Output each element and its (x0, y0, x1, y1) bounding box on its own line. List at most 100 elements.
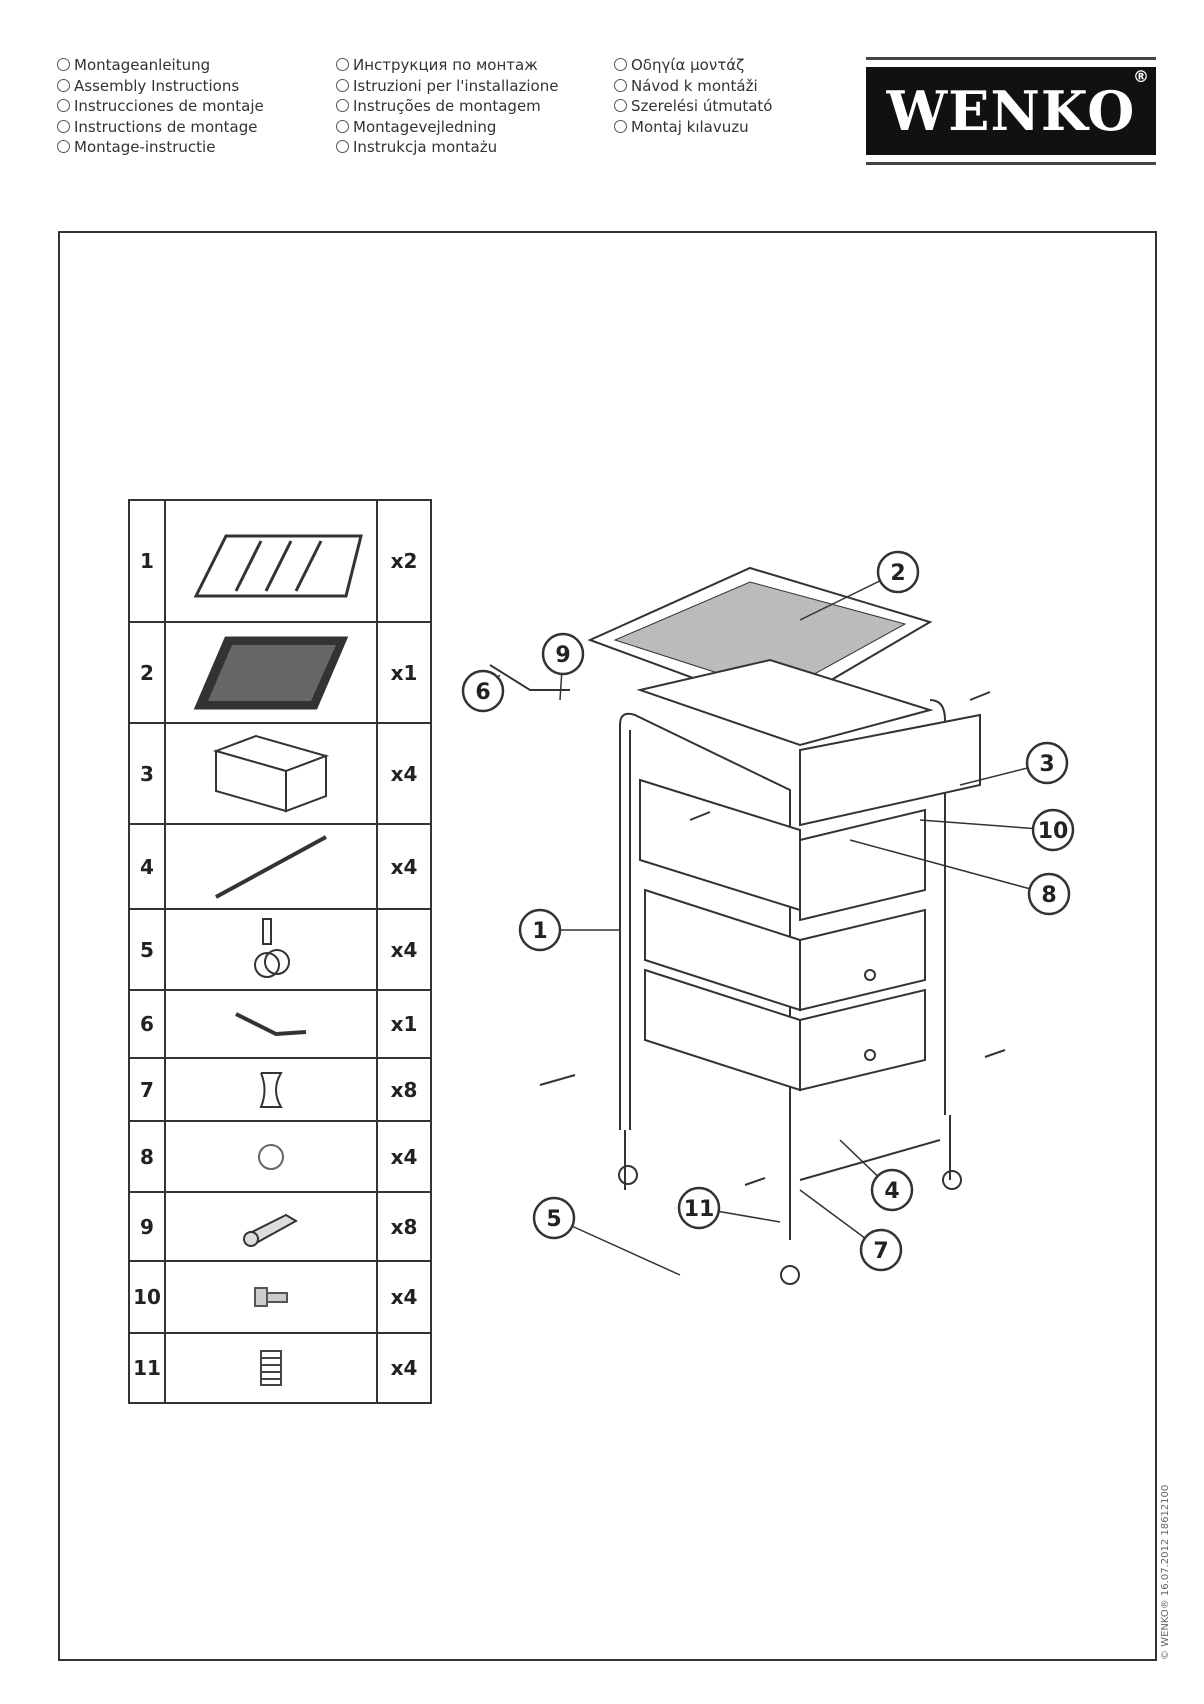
language-column-1: Montageanleitung Assembly Instructions I… (57, 55, 264, 158)
part-quantity: x8 (376, 1191, 432, 1262)
callout-circle (1031, 808, 1075, 852)
callout-circle (859, 1228, 903, 1272)
part-number: 10 (128, 1260, 166, 1334)
mesh-top-icon (164, 621, 378, 724)
part-quantity: x4 (376, 1332, 432, 1404)
part-quantity: x4 (376, 1120, 432, 1193)
part-number: 6 (128, 989, 166, 1059)
flag-icon (336, 119, 349, 133)
flag-icon (57, 99, 70, 112)
callout-2: 2 (799, 550, 920, 621)
callout-circle (870, 1168, 914, 1212)
part-row: 11 x4 (128, 1332, 432, 1404)
screw-icon (164, 1191, 378, 1262)
part-quantity: x1 (376, 621, 432, 724)
callout-7: 7 (799, 1189, 903, 1272)
lang-title: Assembly Instructions (57, 76, 264, 97)
rods-and-wheels (489, 664, 1006, 1285)
callout-circle (1025, 741, 1069, 785)
flag-icon (614, 99, 627, 112)
frame-side-icon (164, 499, 378, 623)
drawers (636, 658, 981, 1092)
flag-icon (57, 119, 70, 133)
trolley-frame (619, 699, 946, 1200)
flag-icon (614, 58, 627, 71)
part-quantity: x2 (376, 499, 432, 623)
lang-title: Szerelési útmutató (614, 96, 772, 117)
rod-icon (164, 823, 378, 910)
lang-title: Οδηγία μοντάζ (614, 55, 772, 76)
callout-circle (532, 1196, 576, 1240)
wenko-logo: WENKO® (866, 57, 1156, 167)
flag-icon (57, 78, 70, 92)
part-quantity: x4 (376, 823, 432, 910)
callout-circle (461, 669, 505, 713)
bolt-icon (164, 1260, 378, 1334)
flag-icon (336, 140, 349, 153)
callout-circle (518, 908, 562, 952)
language-column-3: Οδηγία μοντάζ Návod k montáži Szerelési … (614, 55, 772, 137)
lang-title: Instrucciones de montaje (57, 96, 264, 117)
flag-icon (336, 99, 349, 112)
callout-1: 1 (518, 908, 620, 952)
part-number: 11 (128, 1332, 166, 1404)
allen-key-icon (164, 989, 378, 1059)
part-number: 3 (128, 722, 166, 825)
callout-10: 10 (919, 808, 1075, 852)
lang-title: Montaj kılavuzu (614, 117, 772, 138)
diagram-frame (58, 231, 1157, 1661)
footer-copyright: © WENKO® 16.07.2012 18612100 (1160, 1484, 1171, 1660)
part-number: 9 (128, 1191, 166, 1262)
callout-circle (541, 632, 585, 676)
part-number: 8 (128, 1120, 166, 1193)
flag-icon (336, 78, 349, 92)
callout-label: 6 (475, 680, 490, 705)
part-row: 7 x8 (128, 1057, 432, 1122)
leader-line (849, 839, 1050, 895)
caster-wheel-icon (164, 908, 378, 991)
lang-title: Montagevejledning (336, 117, 558, 138)
logo-rule (866, 162, 1156, 165)
callout-label: 2 (890, 561, 905, 586)
callout-11: 11 (677, 1186, 781, 1230)
part-quantity: x1 (376, 989, 432, 1059)
callout-8: 8 (849, 839, 1071, 916)
lang-title: Montageanleitung (57, 55, 264, 76)
drawer-icon (164, 722, 378, 825)
logo-box: WENKO® (866, 67, 1156, 155)
language-column-2: Инструкция по монтаж Istruzioni per l'in… (336, 55, 558, 158)
callout-3: 3 (959, 741, 1069, 786)
part-row: 9 x8 (128, 1191, 432, 1262)
callout-label: 1 (532, 919, 547, 944)
clip-icon (164, 1057, 378, 1122)
flag-icon (614, 78, 627, 92)
flag-icon (336, 58, 349, 71)
callout-label: 5 (546, 1207, 561, 1232)
part-quantity: x4 (376, 722, 432, 825)
part-number: 7 (128, 1057, 166, 1122)
callout-label: 3 (1039, 752, 1054, 777)
spring-icon (164, 1332, 378, 1404)
flag-icon (57, 140, 70, 153)
callout-label: 4 (884, 1179, 899, 1204)
lang-title: Istruzioni per l'installazione (336, 76, 558, 97)
callout-circle (876, 550, 920, 594)
callout-label: 9 (555, 643, 570, 668)
callout-label: 11 (684, 1197, 715, 1222)
callout-9: 9 (541, 632, 585, 701)
part-row: 6 x1 (128, 989, 432, 1059)
callout-label: 10 (1038, 819, 1069, 844)
part-row: 8 x4 (128, 1120, 432, 1193)
leader-line (553, 1217, 681, 1276)
lang-title: Инструкция по монтаж (336, 55, 558, 76)
cap-icon (164, 1120, 378, 1193)
part-quantity: x4 (376, 908, 432, 991)
part-quantity: x8 (376, 1057, 432, 1122)
flag-icon (614, 119, 627, 133)
callout-circle (1027, 872, 1071, 916)
part-number: 4 (128, 823, 166, 910)
